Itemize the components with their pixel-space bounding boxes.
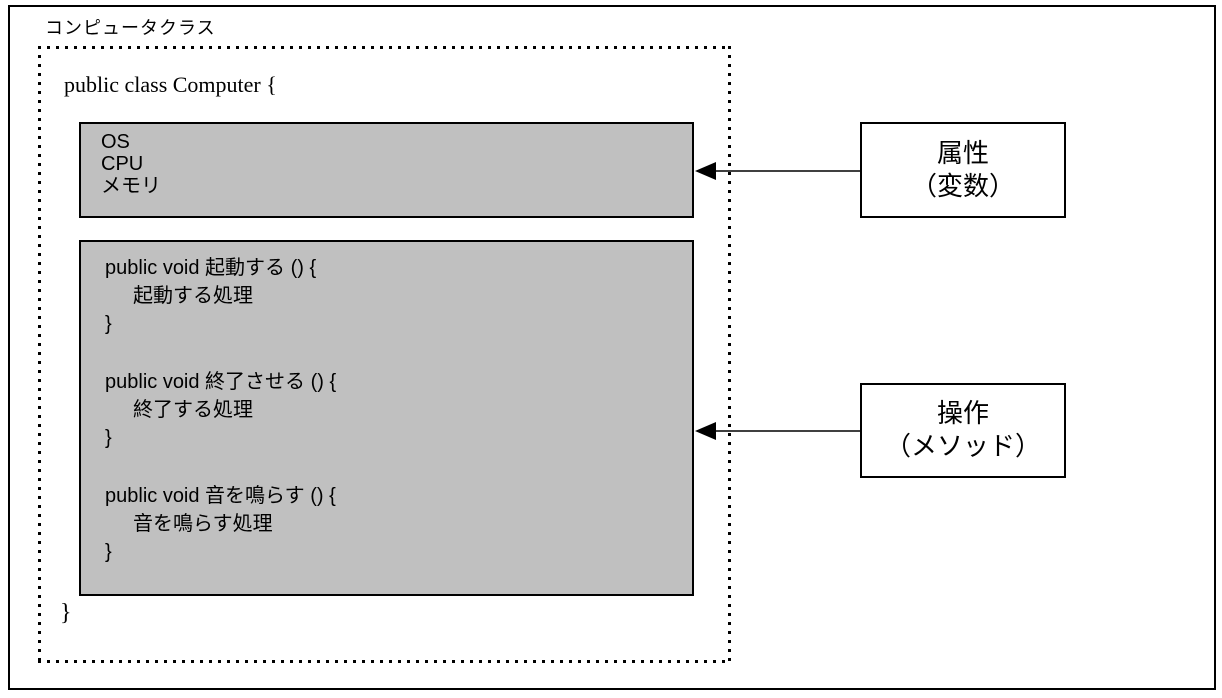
operations-callout-line1: 操作 [936, 398, 989, 428]
method-block-start: public void 起動する () { 起動する処理 } [105, 254, 692, 338]
method-signature: public void 終了させる () { [105, 371, 337, 393]
attribute-item-os: OS [101, 131, 130, 153]
operations-callout-line2: （メソッド） [884, 431, 1041, 461]
attribute-item-cpu: CPU [101, 153, 144, 175]
method-body: 終了する処理 [133, 399, 253, 421]
method-signature: public void 音を鳴らす () { [105, 485, 336, 507]
method-body: 音を鳴らす処理 [133, 513, 273, 535]
class-diagram-title: コンピュータクラス [45, 18, 216, 38]
method-body: 起動する処理 [133, 285, 253, 307]
method-closing-brace: } [105, 427, 112, 449]
method-closing-brace: } [105, 313, 112, 335]
class-declaration-text: public class Computer { [64, 72, 277, 97]
attributes-callout-box: 属性 （変数） [860, 122, 1066, 218]
method-block-shutdown: public void 終了させる () { 終了する処理 } [105, 368, 692, 452]
methods-box: public void 起動する () { 起動する処理 } public vo… [79, 240, 694, 596]
operations-callout-box: 操作 （メソッド） [860, 383, 1066, 478]
attributes-callout-line2: （変数） [910, 171, 1015, 201]
method-block-make-sound: public void 音を鳴らす () { 音を鳴らす処理 } [105, 482, 692, 566]
attributes-callout-line1: 属性 [936, 138, 989, 168]
method-signature: public void 起動する () { [105, 257, 317, 279]
method-closing-brace: } [105, 541, 112, 563]
class-closing-brace: } [60, 600, 72, 626]
attributes-box: OS CPU メモリ [79, 122, 694, 218]
attribute-item-memory: メモリ [101, 175, 161, 197]
